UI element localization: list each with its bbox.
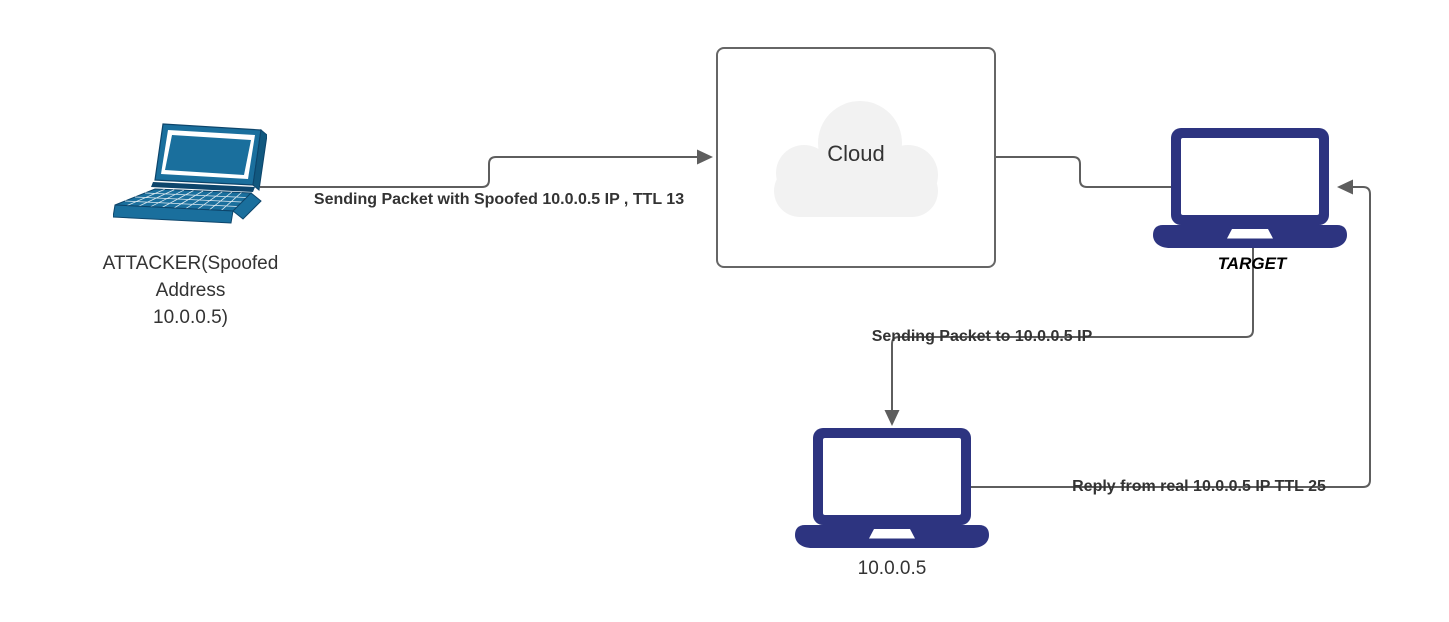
cloud-icon xyxy=(774,101,938,217)
arrowhead-into-cloud-icon xyxy=(697,149,713,165)
target-label: TARGET xyxy=(1217,254,1287,273)
attacker-label: ATTACKER(Spoofed Address 10.0.0.5) xyxy=(63,250,318,331)
edge-label-send-to-real-ip: Sending Packet to 10.0.0.5 IP xyxy=(871,328,1093,345)
attacker-label-line-1: ATTACKER(Spoofed xyxy=(102,253,279,274)
edge-label-reply-from-real: Reply from real 10.0.0.5 IP TTL 25 xyxy=(1072,478,1326,495)
attacker-label-line-2: Address xyxy=(155,280,226,301)
attacker-laptop-perspective-icon xyxy=(113,123,267,224)
edge-label-spoofed-packet: Sending Packet with Spoofed 10.0.0.5 IP … xyxy=(313,191,685,208)
edge-cloud-to-target xyxy=(994,156,1176,188)
target-laptop-icon xyxy=(1153,128,1347,248)
arrowhead-into-real-host-icon xyxy=(884,410,900,426)
real-host-laptop-icon xyxy=(795,428,989,548)
cloud-label: Cloud xyxy=(827,141,885,166)
attacker-label-line-3: 10.0.0.5) xyxy=(153,307,228,328)
cloud-container-box: Cloud xyxy=(716,47,996,268)
edge-attacker-to-cloud xyxy=(260,156,699,188)
real-host-label: 10.0.0.5 xyxy=(857,558,927,579)
